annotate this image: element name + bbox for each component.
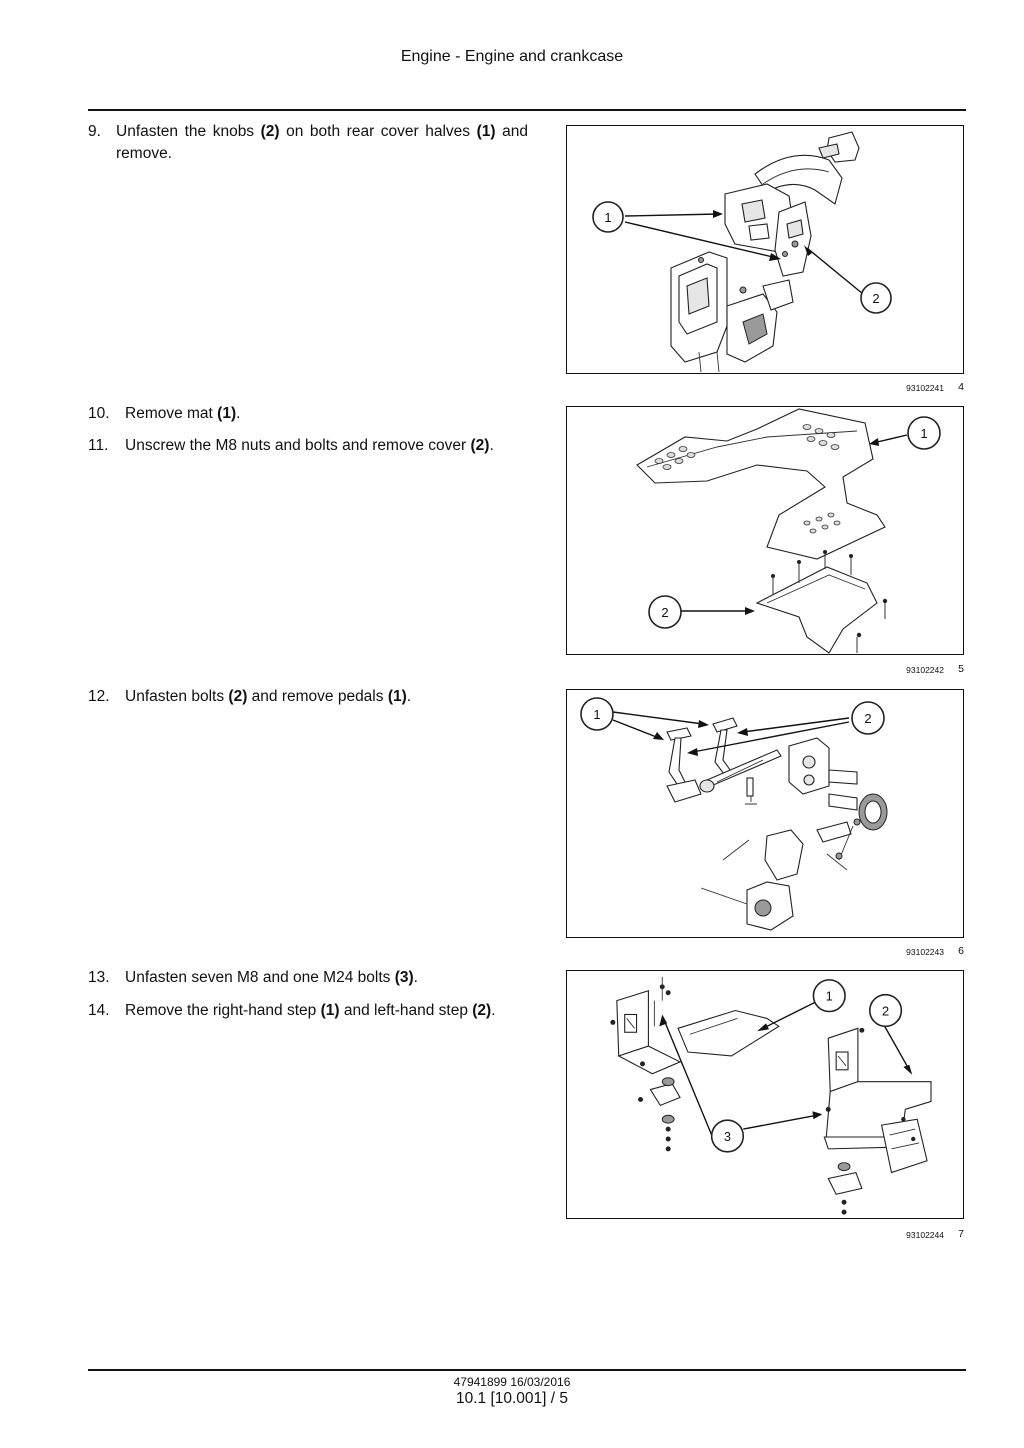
svg-text:3: 3 [724, 1129, 731, 1144]
callout-1: 1 [580, 697, 614, 731]
figure-pedals: 1 2 [566, 689, 964, 938]
callout-3: 3 [710, 1119, 745, 1153]
step-12: 12. Unfasten bolts (2) and remove pedals… [88, 686, 528, 708]
pedals-illustration: 1 2 [580, 697, 888, 931]
callout-1: 1 [907, 416, 941, 450]
figure-7-caption: 93102244 7 [566, 1227, 966, 1243]
step-10: 10. Remove mat (1). [88, 403, 528, 425]
step-number: 12. [88, 688, 110, 705]
callout-1: 1 [812, 979, 846, 1013]
steps-illustration: 1 2 3 [610, 976, 932, 1215]
figure-number: 5 [958, 663, 964, 675]
figure-steps: 1 2 3 [566, 970, 964, 1219]
step-text: Unfasten seven M8 and one M24 bolts (3). [125, 969, 418, 986]
step-number: 14. [88, 1002, 110, 1019]
figure-number: 6 [958, 945, 964, 957]
step-text: Unfasten the knobs (2) on both rear cove… [116, 123, 528, 162]
callout-2: 2 [860, 282, 892, 314]
header-divider [88, 109, 966, 111]
figure-number: 7 [958, 1228, 964, 1240]
figure-code: 93102241 [906, 383, 944, 393]
step-9: 9. Unfasten the knobs (2) on both rear c… [88, 121, 528, 165]
footer-divider [88, 1369, 966, 1371]
figure-4-caption: 93102241 4 [566, 380, 966, 396]
step-number: 13. [88, 969, 110, 986]
svg-text:1: 1 [593, 707, 600, 722]
step-number: 11. [88, 437, 109, 454]
svg-text:2: 2 [872, 291, 879, 306]
step-number: 9. [88, 123, 101, 140]
figure-rear-cover-halves: 1 2 [566, 125, 964, 374]
step-11: 11. Unscrew the M8 nuts and bolts and re… [88, 435, 528, 457]
svg-text:2: 2 [661, 605, 668, 620]
svg-text:2: 2 [864, 711, 871, 726]
figure-code: 93102242 [906, 665, 944, 675]
callout-2: 2 [868, 993, 903, 1028]
step-text: Unscrew the M8 nuts and bolts and remove… [125, 437, 494, 454]
callout-2: 2 [648, 595, 682, 629]
figure-6-caption: 93102243 6 [566, 944, 966, 960]
figure-number: 4 [958, 381, 964, 393]
svg-text:1: 1 [826, 989, 833, 1004]
svg-text:1: 1 [604, 210, 611, 225]
footer-page-number: 10.1 [10.001] / 5 [455, 1390, 569, 1407]
figure-5-caption: 93102242 5 [566, 662, 966, 678]
svg-text:1: 1 [920, 426, 927, 441]
figure-code: 93102244 [906, 1230, 944, 1240]
figure-mat-and-cover: 1 2 [566, 406, 964, 655]
page-header-title: Engine - Engine and crankcase [400, 48, 624, 65]
footer-document-id: 47941899 16/03/2016 [453, 1375, 571, 1389]
step-text: Remove mat (1). [125, 405, 241, 422]
step-14: 14. Remove the right-hand step (1) and l… [88, 1000, 528, 1022]
step-text: Unfasten bolts (2) and remove pedals (1)… [125, 688, 412, 705]
step-13: 13. Unfasten seven M8 and one M24 bolts … [88, 967, 528, 989]
step-number: 10. [88, 405, 110, 422]
callout-1: 1 [592, 201, 624, 233]
step-text: Remove the right-hand step (1) and left-… [125, 1002, 496, 1019]
figure-code: 93102243 [906, 947, 944, 957]
callout-2: 2 [851, 701, 885, 735]
svg-text:2: 2 [882, 1003, 889, 1018]
mat-cover-illustration: 1 2 [636, 408, 941, 654]
rear-cover-illustration: 1 2 [592, 131, 892, 373]
